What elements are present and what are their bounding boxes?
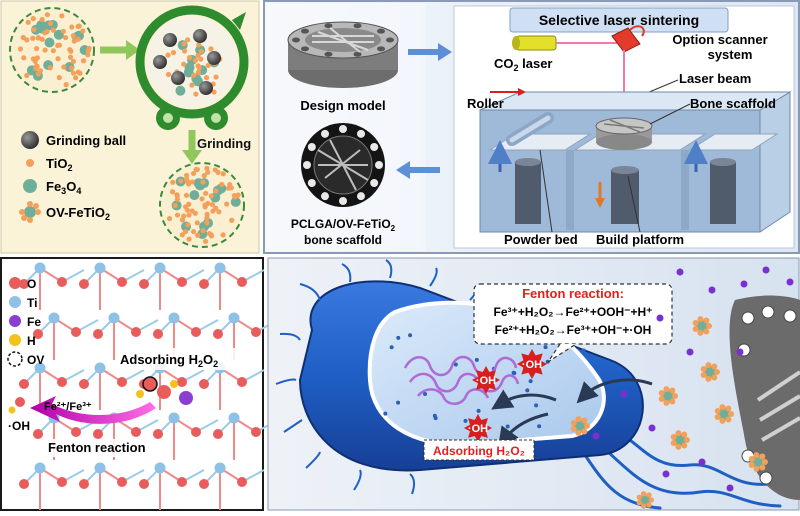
scanner-label-line2: system bbox=[708, 47, 753, 62]
hydroxyl-radical bbox=[8, 397, 25, 414]
iron-icon bbox=[9, 315, 21, 327]
oh-burst-label: ·OH bbox=[522, 359, 542, 371]
design-model-label: Design model bbox=[300, 98, 385, 113]
powder-bed-label: Powder bed bbox=[504, 232, 578, 247]
panel-d: Fenton reaction: Fe³⁺+H₂O₂→Fe²⁺+OOH⁻+H⁺ … bbox=[267, 257, 800, 511]
fe3o4-icon bbox=[23, 179, 37, 193]
laser-beam-label: Laser beam bbox=[679, 71, 751, 86]
bone-scaffold-label: Bone scaffold bbox=[690, 96, 776, 111]
sls-title: Selective laser sintering bbox=[539, 12, 699, 28]
roller-right-hub bbox=[211, 113, 221, 123]
legend-grinding-ball: Grinding ball bbox=[46, 133, 126, 148]
roller-left-hub bbox=[163, 113, 173, 123]
fenton-equation-title: Fenton reaction: bbox=[522, 286, 624, 301]
fe-valence-label: Fe²⁺/Fe³⁺ bbox=[44, 401, 92, 413]
powder-bed-leader bbox=[539, 149, 553, 233]
design-model bbox=[287, 21, 399, 88]
fenton-label-bg bbox=[44, 439, 152, 457]
adsorbing-h2o2-text: Adsorbing H₂O₂ bbox=[433, 444, 525, 458]
adsorbing-label-bg bbox=[118, 348, 236, 370]
hydrogen-icon bbox=[9, 334, 21, 346]
legend-fe3o4: Fe3O4 bbox=[46, 179, 81, 196]
scaffold-label-line1: PCLGA/OV-FeTiO2 bbox=[291, 217, 396, 233]
oxygen-vacancy-icon bbox=[7, 351, 23, 367]
ball-mill-ring bbox=[135, 5, 249, 119]
panel-c-legend: O Ti Fe H OV bbox=[7, 277, 44, 367]
oxygen-icon bbox=[9, 277, 21, 289]
legend-tio2: TiO2 bbox=[46, 156, 72, 173]
roller-label: Roller bbox=[467, 96, 504, 111]
fenton-reaction-label: Fenton reaction bbox=[48, 440, 146, 455]
co2-laser-label: CO2 laser bbox=[494, 56, 553, 73]
build-platform-leader bbox=[627, 175, 641, 233]
grinding-label: Grinding bbox=[197, 136, 251, 151]
co2-laser-device bbox=[512, 35, 557, 51]
sls-machine bbox=[479, 91, 792, 233]
scaffold-label-line2: bone scaffold bbox=[304, 233, 382, 247]
legend-fe: Fe bbox=[27, 315, 41, 329]
scanner-label-line1: Option scanner bbox=[672, 32, 767, 47]
fenton-equation-1: Fe³⁺+H₂O₂→Fe²⁺+OOH⁻+H⁺ bbox=[493, 305, 652, 319]
panel-b: Design model PCLGA/OV-FeTiO2 bone scaffo… bbox=[263, 0, 800, 254]
ov-fetio2-icon bbox=[19, 201, 41, 223]
arrow-from-sls-head bbox=[396, 161, 410, 179]
legend-ov: OV bbox=[27, 353, 44, 367]
oh-burst-label: ·OH bbox=[468, 423, 488, 435]
ball-mill-rotation-arrow bbox=[232, 12, 246, 30]
fenton-equation-2: Fe²⁺+H₂O₂→Fe³⁺+OH⁻+·OH bbox=[495, 323, 652, 337]
oh-radical-label: ·OH bbox=[8, 419, 30, 433]
fe-site bbox=[179, 391, 193, 405]
titanium-icon bbox=[9, 296, 21, 308]
grinding-ball-icon bbox=[21, 131, 39, 149]
diffusion-arrows bbox=[491, 378, 653, 449]
legend-h: H bbox=[27, 334, 36, 348]
build-platform-label: Build platform bbox=[596, 232, 684, 247]
grinding-arrow-head bbox=[182, 150, 202, 164]
sls-bone-scaffold bbox=[595, 117, 653, 150]
arrow-to-sls-head bbox=[438, 43, 452, 61]
adsorbing-box bbox=[423, 439, 535, 461]
panel-a: Grinding Grinding ball TiO2 Fe3O4 OV-FeT… bbox=[0, 0, 260, 254]
roller-motion-arrow-head bbox=[518, 88, 526, 96]
raw-powder-particles bbox=[17, 12, 92, 88]
equation-box-pointer bbox=[547, 343, 577, 363]
h2o2-molecule bbox=[136, 376, 193, 405]
crystal-lattice bbox=[19, 262, 279, 510]
tio2-icon bbox=[26, 159, 34, 167]
scaffold-photo bbox=[301, 123, 385, 207]
scaffold-fragment bbox=[729, 295, 800, 500]
bone-scaffold-leader bbox=[649, 103, 691, 125]
fenton-arrow bbox=[30, 396, 156, 424]
legend-ti: Ti bbox=[27, 296, 37, 310]
product-particles bbox=[166, 165, 241, 244]
sls-roller bbox=[506, 112, 554, 146]
legend-ov-fetio2: OV-FeTiO2 bbox=[46, 205, 110, 222]
oh-burst-label: ·OH bbox=[476, 375, 496, 387]
panel-a-legend: Grinding ball TiO2 Fe3O4 OV-FeTiO2 bbox=[19, 131, 126, 223]
ball-mill-contents bbox=[153, 29, 223, 97]
adsorbing-h2o2-label: Adsorbing H2O2 bbox=[120, 352, 218, 369]
arrow-to-mill-head bbox=[126, 40, 140, 60]
panel-c: O Ti Fe H OV Adsorbing H2O2 Fe²⁺/Fe³⁺ bbox=[0, 257, 279, 511]
legend-o: O bbox=[27, 277, 36, 291]
ov-fetio2-particles bbox=[570, 266, 794, 509]
scanner-device bbox=[611, 25, 645, 53]
